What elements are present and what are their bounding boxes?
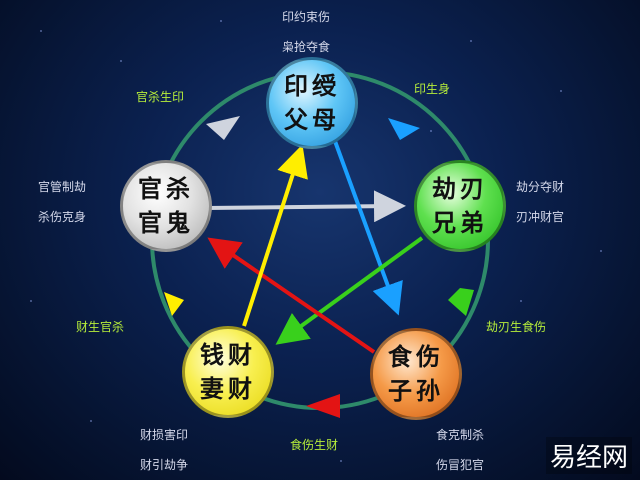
- label-right-line1: 劫分夺财: [516, 180, 565, 194]
- node-jieren-line2: 兄弟: [432, 208, 488, 237]
- label-top-line1: 印约束伤: [282, 10, 331, 24]
- node-shishang: 食伤 子孙: [370, 328, 462, 420]
- label-guan-sha-sheng-yin: 官杀生印: [136, 90, 185, 104]
- cycle-arrow-yinshou-to-jieren: [388, 118, 420, 140]
- label-bottom-left-line1: 财损害印: [140, 428, 189, 442]
- arrow-yinshou-to-shishang: [326, 121, 403, 316]
- label-bottom-right-line2: 伤冒犯官: [436, 458, 485, 472]
- cycle-arrow-jieren-to-shishang: [448, 288, 474, 316]
- arrow-guansha-to-jieren: [205, 190, 406, 223]
- node-qiancai: 钱财 妻财: [182, 326, 274, 418]
- label-bottom-left-line2: 财引劫争: [140, 458, 189, 472]
- label-top-line2: 枭抢夺食: [282, 40, 331, 54]
- node-guansha-line2: 官鬼: [138, 208, 194, 237]
- node-jieren: 劫刃 兄弟: [414, 160, 506, 252]
- node-shishang-line1: 食伤: [388, 342, 444, 371]
- node-jieren-line1: 劫刃: [432, 174, 488, 203]
- label-cai-sheng-guan-sha: 财生官杀: [76, 320, 125, 334]
- node-guansha-line1: 官杀: [138, 174, 194, 203]
- node-qiancai-line2: 妻财: [200, 374, 256, 403]
- watermark: 易经网: [545, 437, 632, 474]
- cycle-arrow-guansha-to-yinshou: [206, 116, 240, 140]
- node-yinshou-line2: 父母: [284, 105, 340, 134]
- node-yinshou: 印绶 父母: [266, 57, 358, 149]
- label-left-line1: 官管制劫: [38, 180, 87, 194]
- node-guansha: 官杀 官鬼: [120, 160, 212, 252]
- arrow-jieren-to-qiancai: [275, 236, 424, 345]
- node-qiancai-line1: 钱财: [200, 340, 256, 369]
- label-jie-ren-sheng-shi-shang: 劫刃生食伤: [486, 320, 547, 334]
- arrow-shishang-to-guansha: [207, 237, 376, 354]
- label-shi-shang-sheng-cai: 食伤生财: [290, 438, 339, 452]
- label-bottom-right-line1: 食克制杀: [436, 428, 485, 442]
- node-shishang-line2: 子孙: [388, 376, 444, 405]
- node-yinshou-line1: 印绶: [284, 71, 340, 100]
- label-yin-sheng-shen: 印生身: [414, 82, 451, 96]
- label-left-line2: 杀伤克身: [38, 210, 87, 224]
- cycle-arrow-qiancai-to-guansha: [164, 292, 184, 316]
- arrow-qiancai-to-yinshou: [242, 144, 308, 327]
- label-right-line2: 刃冲财官: [516, 210, 565, 224]
- cycle-arrow-shishang-to-qiancai: [306, 394, 340, 418]
